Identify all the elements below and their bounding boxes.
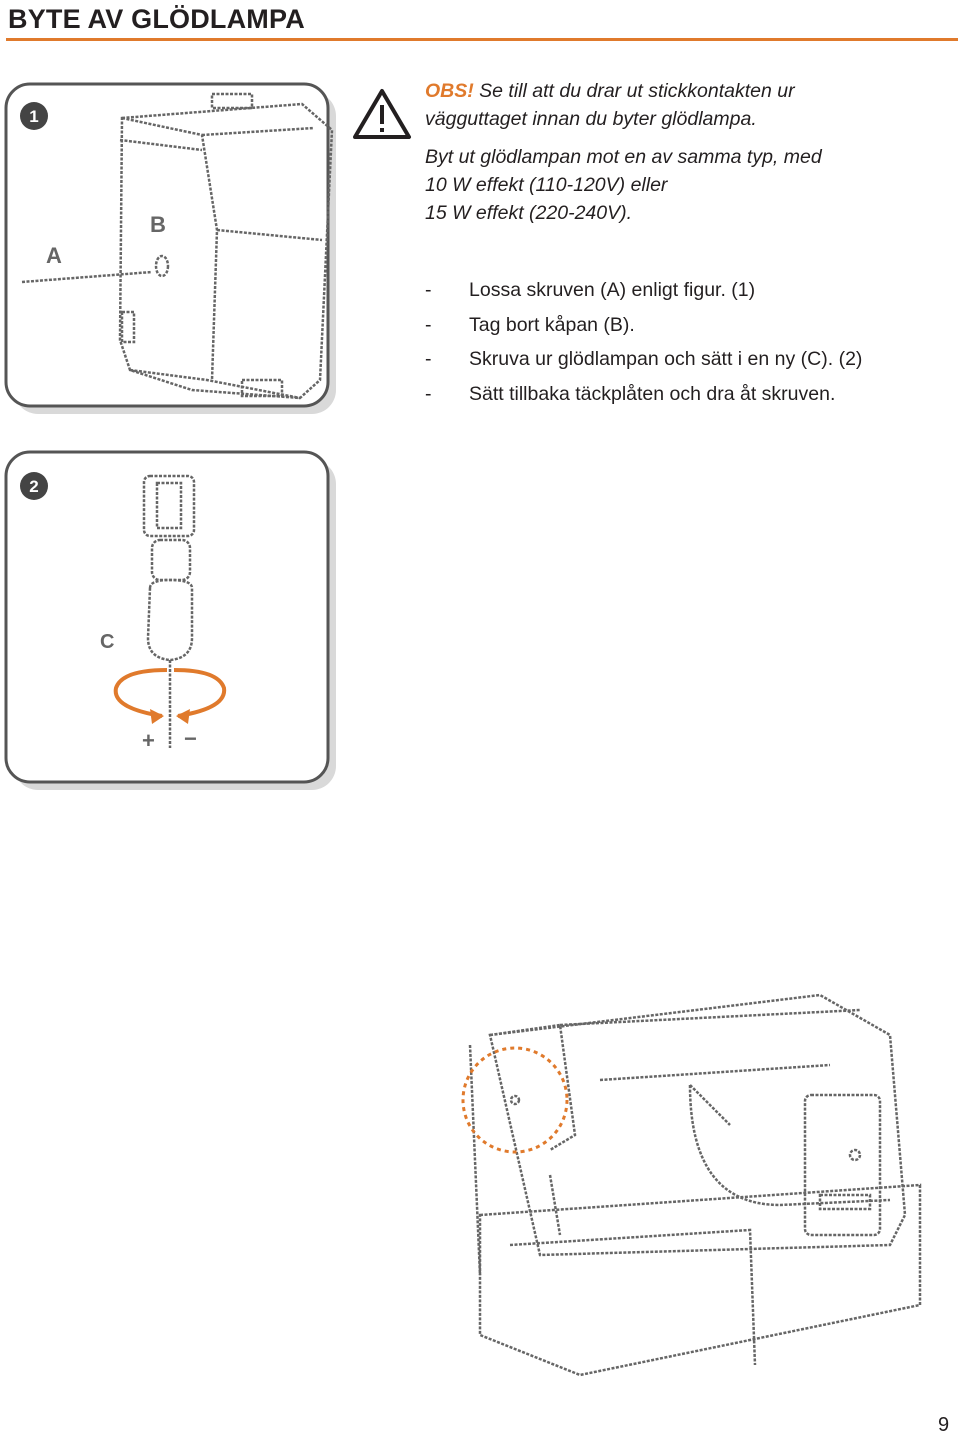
step-dash: - (425, 382, 432, 405)
page-number: 9 (938, 1414, 950, 1436)
machine-head-drawing (21, 92, 334, 400)
step-item: - Skruva ur glödlampan och sätt i en ny (… (425, 342, 862, 377)
step-text: Sätt tillbaka täckplåten och dra åt skru… (469, 382, 836, 405)
figure-1-remove-cover: 1 A B (4, 82, 336, 414)
bulb-drawing (142, 474, 196, 748)
warning-triangle-icon (353, 89, 411, 139)
step-dash: - (425, 313, 432, 336)
figure-number-badge (20, 102, 48, 130)
step-item: - Tag bort kåpan (B). (425, 308, 862, 343)
warning-line1: Se till att du drar ut stickkontakten ur (473, 80, 795, 102)
rotation-arrows (113, 668, 227, 724)
warning-text: OBS! Se till att du drar ut stickkontakt… (425, 77, 795, 133)
step-text: Skruva ur glödlampan och sätt i en ny (C… (469, 348, 863, 370)
spec-line: 10 W effekt (110-120V) eller (425, 174, 668, 196)
warning-line2: vägguttaget innan du byter glödlampa. (425, 108, 757, 130)
steps-list: - Lossa skruven (A) enligt figur. (1) - Ta… (425, 273, 862, 411)
step-dash: - (425, 348, 432, 370)
plus-sign: + (142, 728, 155, 753)
machine-drawing (468, 993, 922, 1377)
step-item: - Lossa skruven (A) enligt figur. (1) (425, 273, 862, 308)
figure-number: 2 (29, 477, 38, 496)
sewing-machine-overview (461, 993, 922, 1377)
warning-label: OBS! (425, 80, 474, 102)
label-c: C (100, 631, 114, 653)
label-a: A (46, 243, 62, 268)
minus-sign: − (184, 726, 197, 751)
page-title: BYTE AV GLÖDLAMPA (8, 4, 305, 34)
step-dash: - (425, 279, 432, 301)
bulb-location-highlight (461, 1046, 569, 1154)
figure-number-badge (20, 472, 48, 500)
figure-number: 1 (29, 107, 38, 126)
figure-2-replace-bulb: 2 C + − (4, 450, 336, 790)
step-item: - Sätt tillbaka täckplåten och dra åt skr… (425, 377, 862, 412)
label-b: B (150, 212, 166, 237)
spec-line: 15 W effekt (220-240V). (425, 202, 633, 224)
step-text: Lossa skruven (A) enligt figur. (1) (469, 279, 756, 301)
spec-text: Byt ut glödlampan mot en av samma typ, m… (425, 143, 822, 227)
title-rule (6, 38, 958, 41)
spec-line: Byt ut glödlampan mot en av samma typ, m… (425, 146, 822, 168)
step-text: Tag bort kåpan (B). (469, 313, 635, 336)
